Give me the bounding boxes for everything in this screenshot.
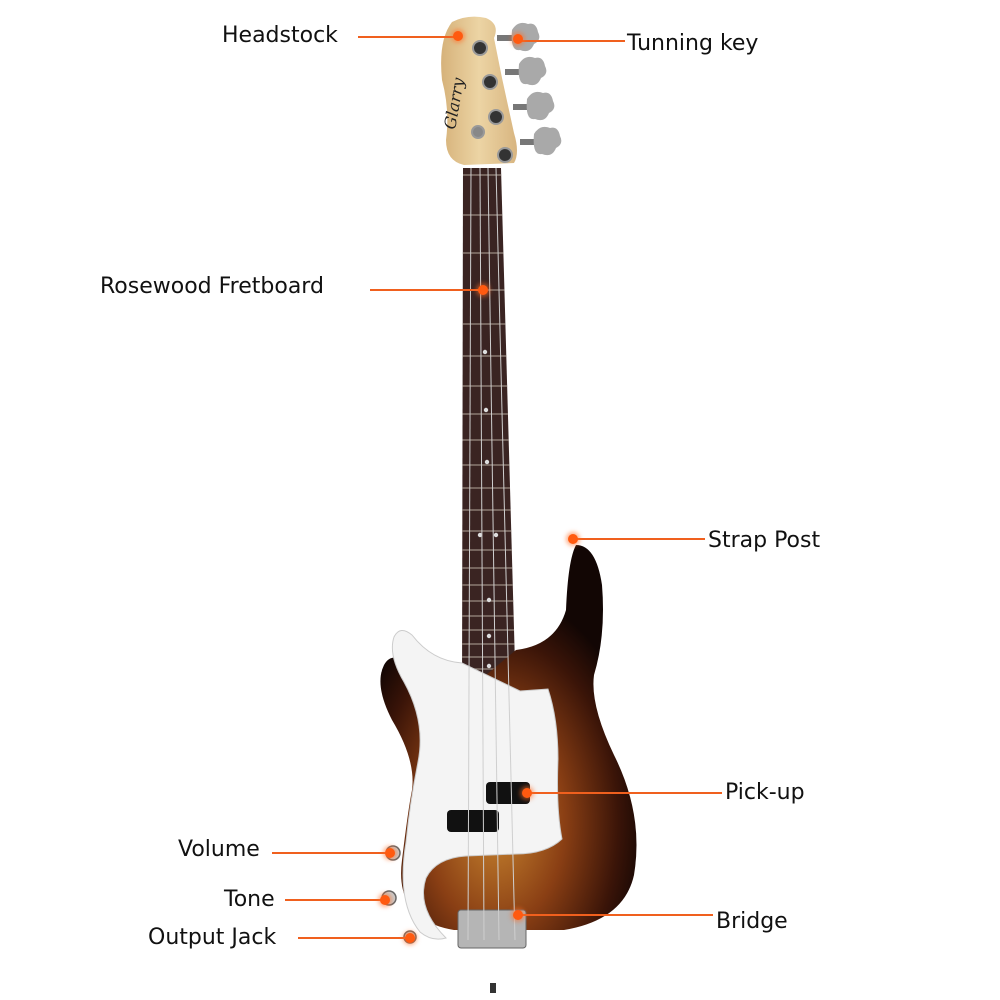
tuning-key-2	[505, 56, 547, 86]
callout-line-volume	[272, 852, 388, 854]
callout-line-bridge	[520, 914, 713, 916]
callout-line-tuning-key	[520, 40, 625, 42]
callout-dot-strap-post	[568, 534, 578, 544]
tuning-key-4	[520, 126, 562, 156]
label-pickup: Pick-up	[725, 780, 805, 805]
tuning-key-1	[497, 22, 540, 52]
tuning-keys	[497, 22, 562, 156]
callout-line-strap-post	[575, 538, 705, 540]
label-tone: Tone	[224, 887, 275, 912]
callout-dot-bridge	[513, 910, 523, 920]
callout-dot-volume	[385, 848, 395, 858]
rosewood-fretboard	[462, 168, 516, 700]
headstock	[441, 16, 517, 165]
callout-dot-tone	[380, 895, 390, 905]
callout-line-headstock	[358, 36, 458, 38]
callout-dot-headstock	[453, 31, 463, 41]
label-rosewood-fretboard: Rosewood Fretboard	[100, 274, 324, 299]
frets	[462, 174, 516, 693]
callout-dot-output-jack	[405, 933, 415, 943]
tuning-pegs	[471, 40, 513, 163]
callout-line-pickup	[527, 792, 722, 794]
label-headstock: Headstock	[222, 23, 338, 48]
callout-line-output-jack	[298, 937, 408, 939]
callout-line-fretboard	[370, 289, 482, 291]
label-strap-post: Strap Post	[708, 528, 821, 553]
label-tuning-key: Tunning key	[627, 31, 759, 56]
tuning-key-3	[513, 91, 555, 121]
callout-dot-tuning-key	[513, 34, 523, 44]
callout-line-tone	[285, 899, 383, 901]
callout-dot-pickup	[522, 788, 532, 798]
label-output-jack: Output Jack	[148, 925, 277, 950]
callout-dot-fretboard	[478, 285, 488, 295]
strings	[467, 167, 516, 941]
pickup-lower	[447, 810, 499, 832]
label-volume: Volume	[178, 837, 260, 862]
label-bridge: Bridge	[716, 909, 788, 934]
strap-button-bottom	[490, 983, 496, 993]
pickguard	[391, 630, 563, 940]
fret-markers	[477, 287, 499, 669]
bridge	[457, 909, 527, 949]
